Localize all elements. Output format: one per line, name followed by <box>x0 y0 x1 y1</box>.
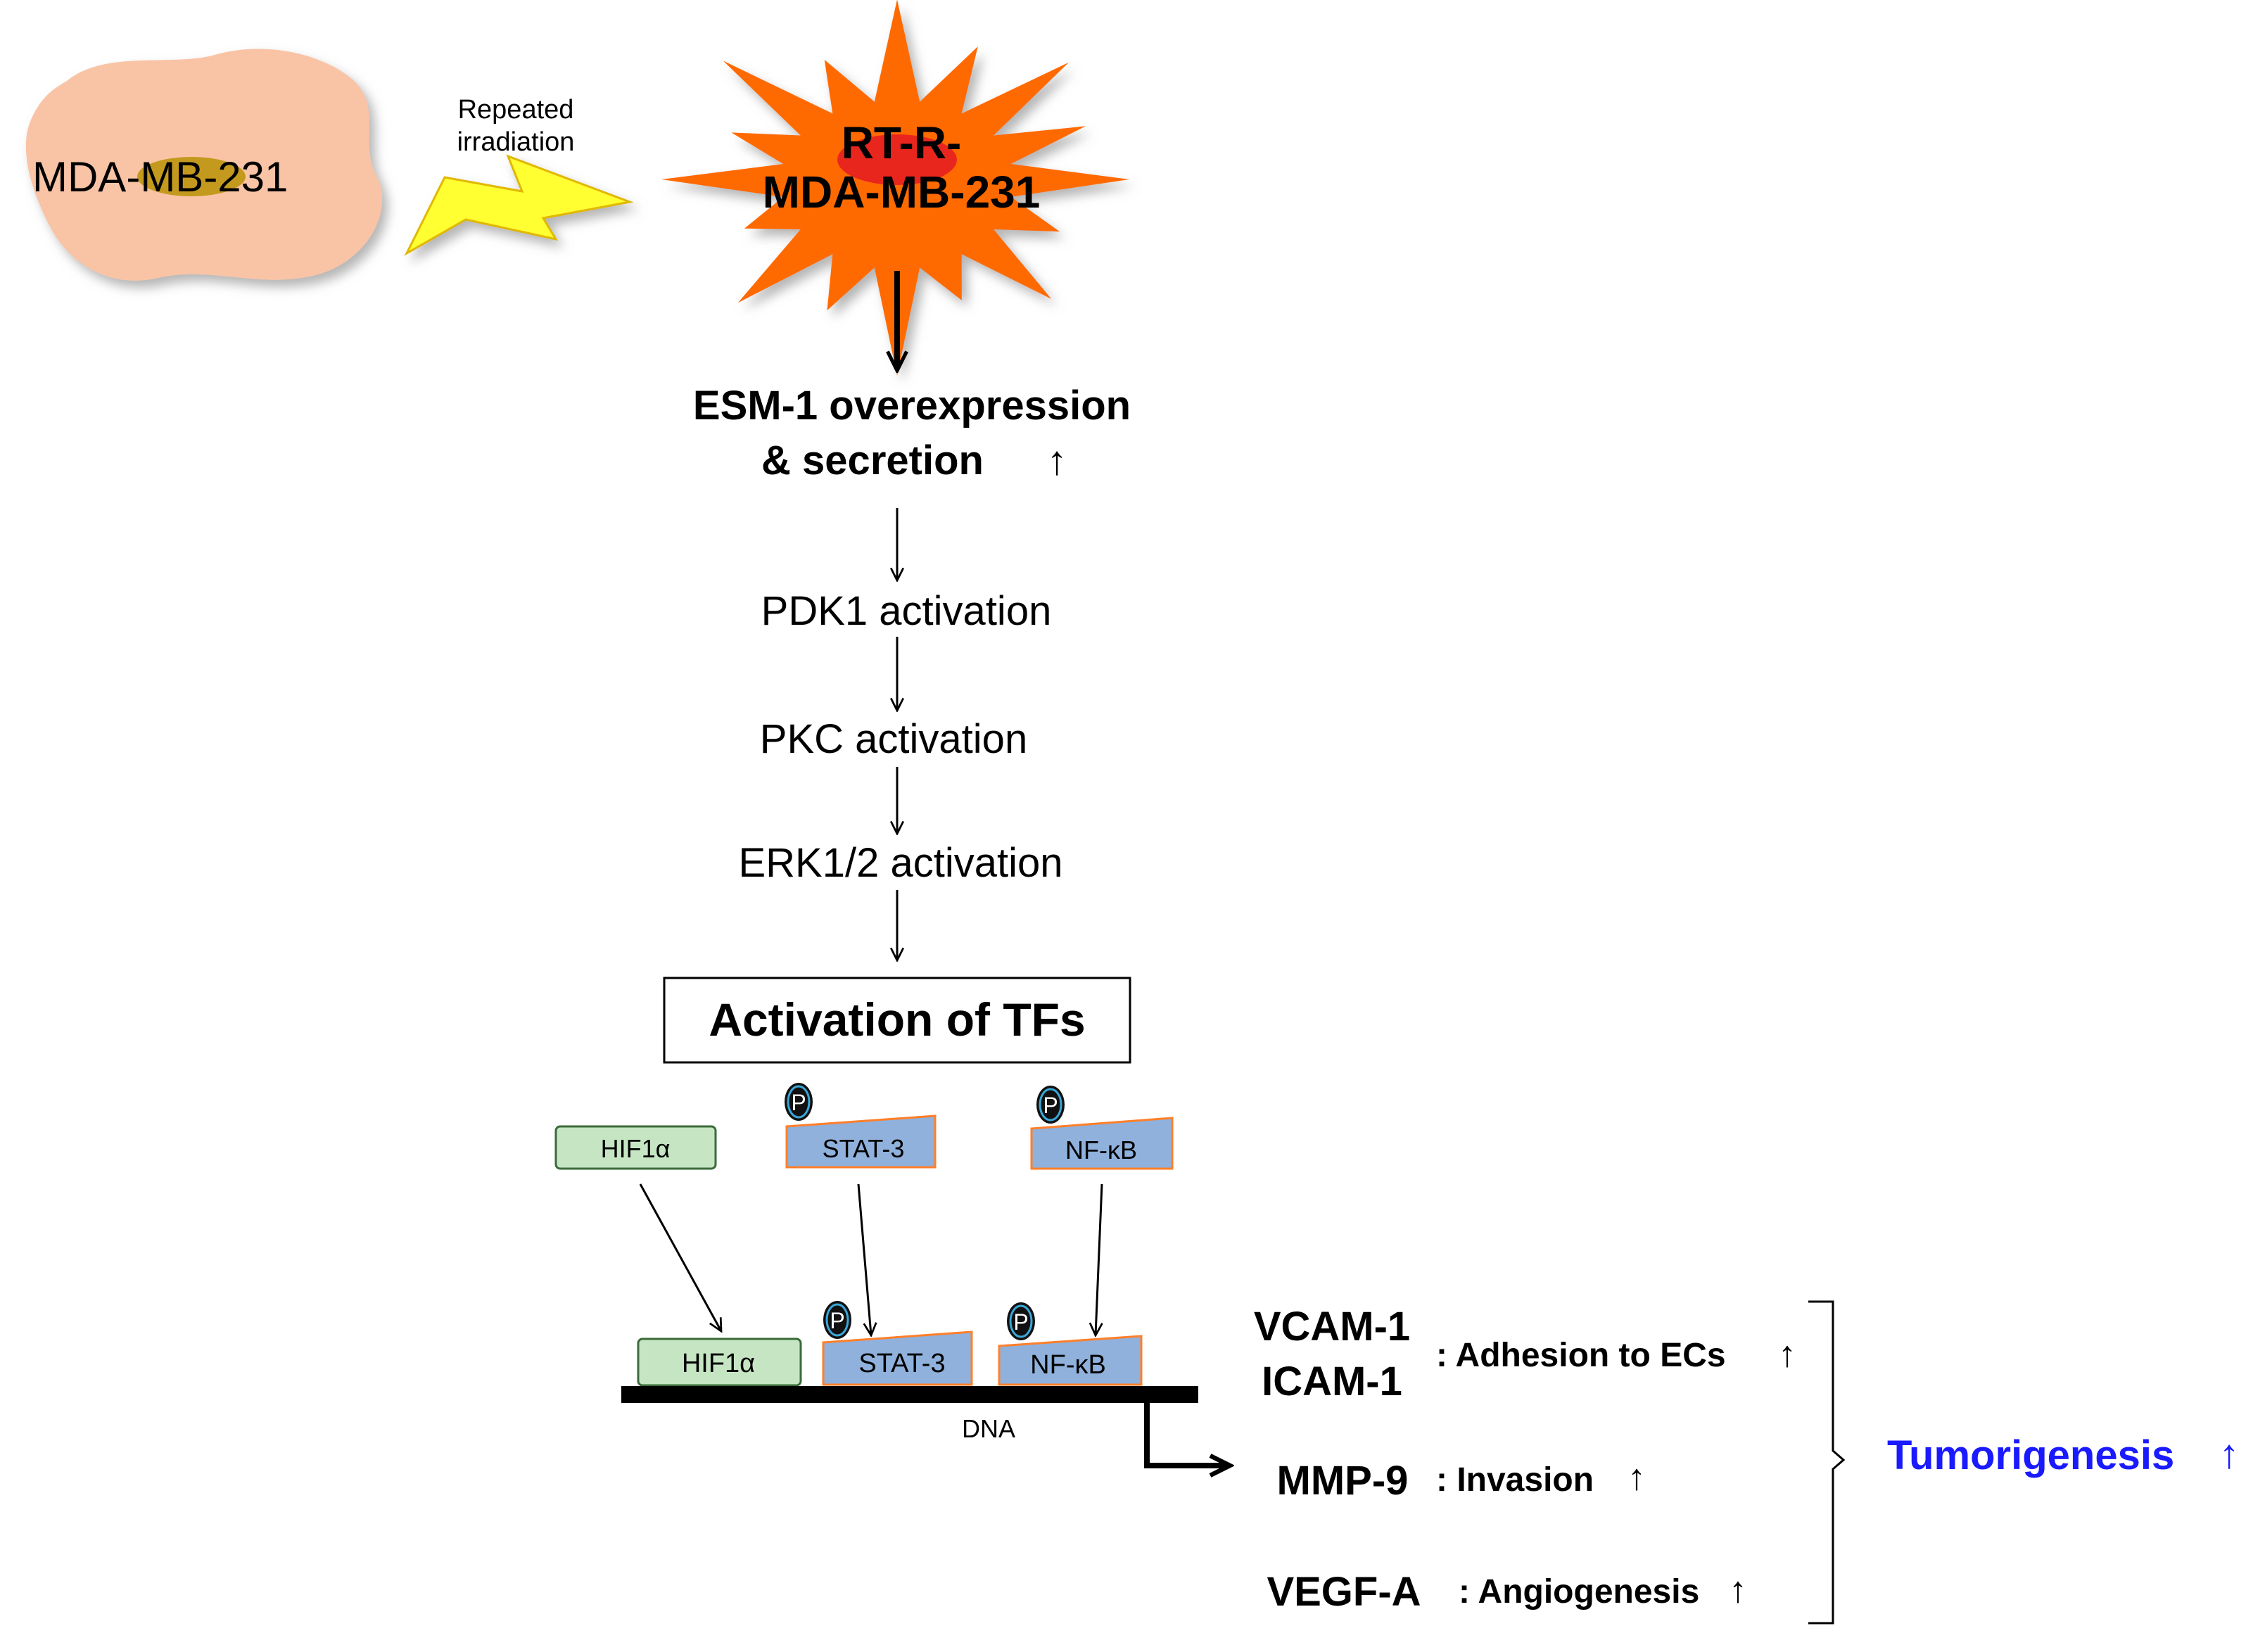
up-arrow-angiogenesis: ↑ <box>1729 1570 1747 1610</box>
stat3-bound-label: STAT-3 <box>858 1349 945 1378</box>
dna-strand <box>621 1386 1198 1403</box>
right-brace <box>1808 1300 1846 1625</box>
irradiation-label-line2: irradiation <box>457 127 575 157</box>
erk-activation: ERK1/2 activation <box>738 840 1062 886</box>
outcome-tumorigenesis: Tumorigenesis <box>1887 1432 2174 1478</box>
irradiation-group: Repeated irradiation <box>404 95 634 256</box>
burst-shape <box>661 0 1129 376</box>
target-vegfa: VEGF-A <box>1267 1569 1421 1615</box>
phospho-stat3-free-label: P <box>791 1090 806 1115</box>
transcription-arrow <box>1144 1403 1230 1466</box>
dna-label: DNA <box>962 1414 1015 1443</box>
phospho-nfkb-bound-icon <box>1007 1302 1035 1340</box>
source-cell: MDA-MB-231 <box>25 49 383 281</box>
phospho-nfkb-bound-label: P <box>1013 1309 1028 1335</box>
dna-bound-hif1a: HIF1α <box>637 1338 802 1387</box>
free-stat3: STAT-3 P <box>785 1083 937 1169</box>
up-arrow-esm1: ↑ <box>1047 438 1067 483</box>
source-cell-label: MDA-MB-231 <box>32 153 288 201</box>
tf-activation-box <box>663 977 1131 1064</box>
arrow-stat3-binding <box>857 1183 871 1335</box>
target-vcam1: VCAM-1 <box>1254 1304 1410 1349</box>
dna-bound-stat3: STAT-3 P <box>822 1301 973 1386</box>
target-icam1: ICAM-1 <box>1262 1359 1402 1404</box>
nfkb-free-label: NF-κB <box>1065 1136 1137 1164</box>
arrow-hif1a-binding <box>639 1183 721 1331</box>
nfkb-bound-label: NF-κB <box>1030 1350 1106 1380</box>
effect-angiogenesis: : Angiogenesis <box>1459 1573 1699 1610</box>
esm1-line2: & secretion <box>761 438 984 483</box>
up-arrow-adhesion: ↑ <box>1778 1334 1796 1375</box>
free-hif1a: HIF1α <box>554 1125 717 1170</box>
stat3-free-label: STAT-3 <box>823 1134 905 1163</box>
up-arrow-tumorigenesis: ↑ <box>2219 1431 2240 1477</box>
lightning-bolt-icon <box>404 154 634 256</box>
esm1-line1: ESM-1 overexpression <box>693 383 1131 428</box>
effect-adhesion: : Adhesion to ECs <box>1436 1337 1726 1374</box>
nfkb-free-shape <box>1030 1117 1174 1170</box>
phospho-stat3-bound-label: P <box>830 1308 844 1333</box>
phospho-nfkb-free-icon <box>1036 1086 1065 1124</box>
cell-nucleus <box>137 157 246 196</box>
tf-activation-label: Activation of TFs <box>709 993 1085 1046</box>
nfkb-bound-shape <box>998 1335 1143 1386</box>
effect-invasion: : Invasion <box>1436 1461 1594 1499</box>
resistant-cell-label-line2: MDA-MB-231 <box>763 167 1041 217</box>
up-arrow-invasion: ↑ <box>1627 1457 1646 1498</box>
pkc-activation: PKC activation <box>760 716 1027 762</box>
resistant-cell-label-line1: RT-R- <box>842 117 962 168</box>
burst-nucleus <box>837 134 957 185</box>
hif1a-bound-label: HIF1α <box>682 1349 755 1378</box>
hif1a-free-label: HIF1α <box>601 1134 671 1163</box>
arrow-nfkb-binding <box>1096 1183 1102 1335</box>
dna-bound-nfkb: NF-κB P <box>998 1302 1143 1386</box>
phospho-nfkb-free-label: P <box>1043 1093 1058 1118</box>
stat3-bound-shape <box>822 1330 973 1386</box>
resistant-cell-burst: RT-R- MDA-MB-231 <box>661 0 1129 376</box>
irradiation-label-line1: Repeated <box>458 95 574 125</box>
stat3-free-shape <box>785 1114 937 1169</box>
phospho-stat3-bound-icon <box>823 1301 851 1339</box>
free-nfkb: NF-κB P <box>1030 1086 1174 1170</box>
pdk1-activation: PDK1 activation <box>761 588 1052 634</box>
target-mmp9: MMP-9 <box>1277 1458 1409 1504</box>
phospho-stat3-free-icon <box>785 1083 813 1121</box>
